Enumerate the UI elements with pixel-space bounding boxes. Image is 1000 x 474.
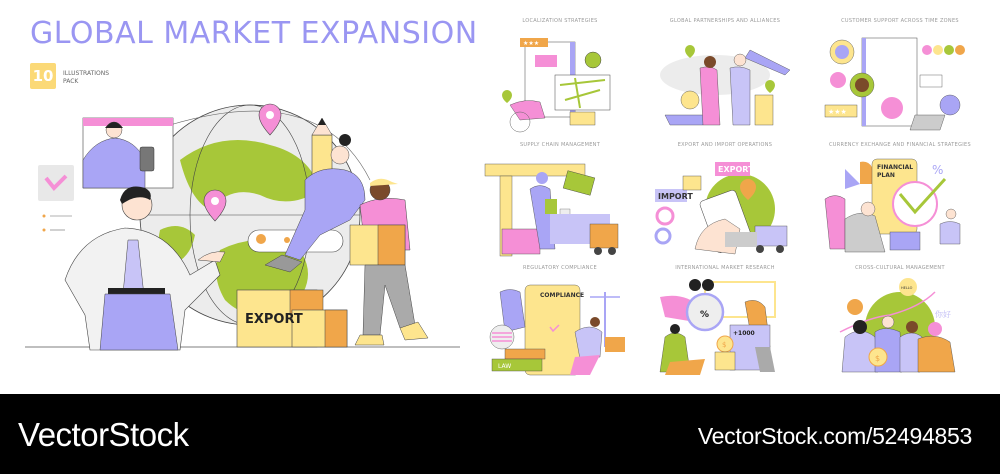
panel-label: INTERNATIONAL MARKET RESEARCH [675,265,775,271]
panel-currency-exchange: CURRENCY EXCHANGE AND FINANCIAL STRATEGI… [820,142,980,262]
svg-text:COMPLIANCE: COMPLIANCE [540,292,584,299]
svg-text:你好: 你好 [935,309,951,319]
panel-label: REGULATORY COMPLIANCE [522,265,597,271]
panel-customer-support: CUSTOMER SUPPORT ACROSS TIME ZONES ★★★ [820,18,980,138]
panel-global-partnerships: GLOBAL PARTNERSHIPS AND ALLIANCES [645,18,805,138]
panel-label: CURRENCY EXCHANGE AND FINANCIAL STRATEGI… [829,142,971,148]
panel-label: CUSTOMER SUPPORT ACROSS TIME ZONES [841,18,959,24]
location-pin-icon [502,90,512,103]
badge-caption-line1: ILLUSTRATIONS [63,70,110,77]
magnifier-icon [685,292,725,332]
panel-label: LOCALIZATION STRATEGIES [522,18,598,24]
svg-text:FINANCIAL: FINANCIAL [877,164,913,171]
airplane-icon [744,49,791,76]
badge-caption: ILLUSTRATIONS PACK [63,70,109,86]
svg-text:LAW: LAW [498,363,511,370]
import-tag: IMPORT [658,192,693,201]
panel-market-research: INTERNATIONAL MARKET RESEARCH % +1000 $ [645,265,805,385]
hero-illustration: EXPORT [20,100,465,360]
export-box-label: EXPORT [245,312,303,327]
image-url[interactable]: VectorStock.com/52494853 [697,423,972,449]
badge-caption-line2: PACK [63,78,79,85]
panel-label: SUPPLY CHAIN MANAGEMENT [519,142,601,148]
crane-icon [484,163,586,177]
svg-text:PLAN: PLAN [877,172,895,179]
panel-supply-chain: SUPPLY CHAIN MANAGEMENT [480,142,640,262]
binoculars-icon [689,279,701,291]
brand-logo[interactable]: VectorStock [18,416,189,453]
truck-icon [589,223,619,249]
speech-bubble-hello [899,278,917,296]
phone-call-icon [881,97,903,119]
laptop-icon [889,231,921,251]
svg-text:%: % [700,310,709,320]
svg-text:$: $ [875,354,880,363]
coin-icon [868,347,888,367]
pie-chart-icon [845,169,860,189]
footer-bar: VectorStock VectorStock.com/52494853 [0,394,1000,474]
panel-label: CROSS-CULTURAL MANAGEMENT [855,265,945,271]
location-pin-icon [258,103,282,136]
panel-label: GLOBAL PARTNERSHIPS AND ALLIANCES [669,18,781,24]
svg-text:★★★: ★★★ [828,108,847,116]
panel-cross-cultural: CROSS-CULTURAL MANAGEMENT HELLO 你好 $ [820,265,980,385]
robot-icon [939,94,961,116]
svg-text:★★★: ★★★ [523,40,539,47]
export-tag: EXPORT [718,165,754,174]
panel-regulatory-compliance: REGULATORY COMPLIANCE COMPLIANCE LAW [480,265,640,385]
count-badge: 10 [30,63,56,89]
page-title: GLOBAL MARKET EXPANSION [30,16,478,51]
trend-arrow-icon [898,177,947,215]
svg-text:$: $ [722,341,726,349]
panel-label: EXPORT AND IMPORT OPERATIONS [677,142,773,148]
checkbox-card-icon [38,165,74,201]
svg-text:+1000: +1000 [733,330,755,337]
panel-export-import: EXPORT AND IMPORT OPERATIONS EXPORT IMPO… [645,142,805,262]
svg-text:HELLO: HELLO [901,286,913,290]
illustration-canvas: GLOBAL MARKET EXPANSION 10 ILLUSTRATIONS… [20,16,980,385]
location-pin-icon [203,189,227,222]
svg-text:%: % [932,163,943,177]
panel-localization-strategies: LOCALIZATION STRATEGIES ★★★ [480,18,640,138]
rating-stars-icon [520,38,548,47]
truck-icon [754,225,788,247]
